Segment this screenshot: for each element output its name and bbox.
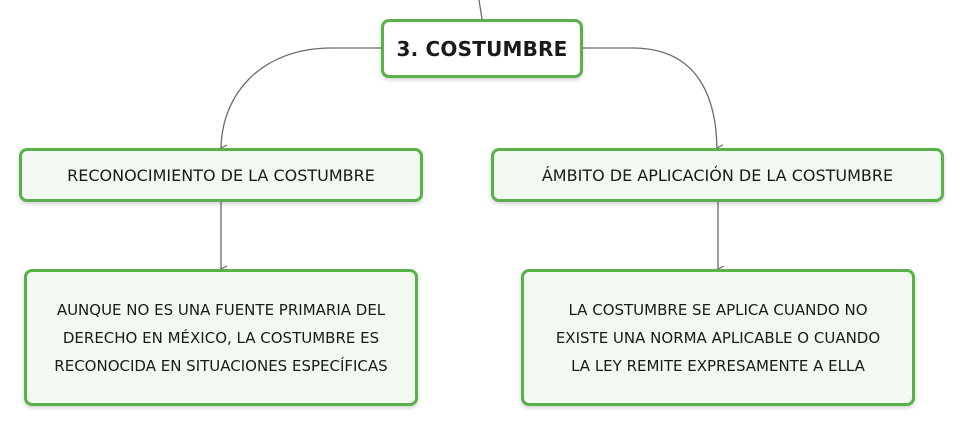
detail-node-reconocimiento[interactable]: AUNQUE NO ES UNA FUENTE PRIMARIA DEL DER… <box>24 269 418 406</box>
connector-root-to-left-branch <box>221 47 381 148</box>
detail-node-ambito[interactable]: LA COSTUMBRE SE APLICA CUANDO NO EXISTE … <box>521 269 915 406</box>
branch-node-label: ÁMBITO DE APLICACIÓN DE LA COSTUMBRE <box>541 165 894 185</box>
branch-node-ambito[interactable]: ÁMBITO DE APLICACIÓN DE LA COSTUMBRE <box>491 148 944 202</box>
root-node-label: 3. COSTUMBRE <box>396 36 568 61</box>
detail-line: LA COSTUMBRE SE APLICA CUANDO NO <box>568 300 868 319</box>
detail-line: EXISTE UNA NORMA APLICABLE O CUANDO <box>555 328 881 347</box>
root-node[interactable]: 3. COSTUMBRE <box>381 19 583 78</box>
connector-from-parent <box>478 0 483 20</box>
detail-node-text: LA COSTUMBRE SE APLICA CUANDO NO EXISTE … <box>556 296 880 380</box>
detail-line: DERECHO EN MÉXICO, LA COSTUMBRE ES <box>62 328 380 347</box>
connector-root-to-right-branch <box>583 47 717 148</box>
detail-line: AUNQUE NO ES UNA FUENTE PRIMARIA DEL <box>56 300 386 319</box>
branch-node-reconocimiento[interactable]: RECONOCIMIENTO DE LA COSTUMBRE <box>19 148 423 202</box>
detail-line: RECONOCIDA EN SITUACIONES ESPECÍFICAS <box>54 356 388 375</box>
detail-node-text: AUNQUE NO ES UNA FUENTE PRIMARIA DEL DER… <box>54 296 387 380</box>
detail-line: LA LEY REMITE EXPRESAMENTE A ELLA <box>571 356 865 375</box>
branch-node-label: RECONOCIMIENTO DE LA COSTUMBRE <box>67 165 375 185</box>
